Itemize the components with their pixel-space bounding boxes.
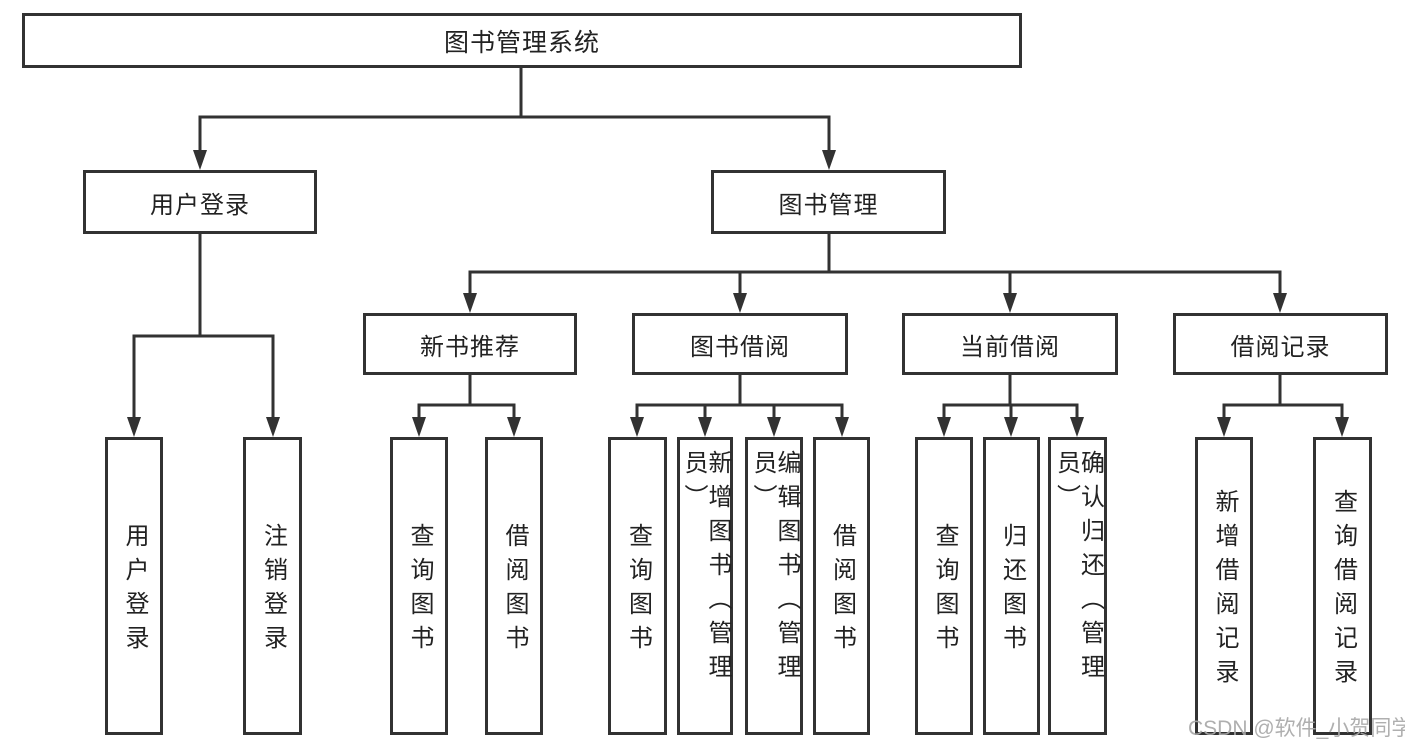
leaf-edit-books-admin: 编辑图书（管理员） [745,437,803,735]
node-label: 当前借阅 [960,333,1060,361]
csdn-watermark: CSDN @软件_小贺同学 [1188,717,1405,740]
node-label: 编辑图书（管理员） [749,450,800,688]
node-label: 查询图书 [624,523,652,659]
node-label: 新增图书（管理员） [680,450,731,688]
node-book-borrowing: 图书借阅 [632,313,848,375]
leaf-borrow-books-recommend: 借阅图书 [485,437,543,735]
node-label: 图书管理系统 [443,28,600,57]
leaf-logout: 注销登录 [243,437,302,735]
node-book-management-group: 图书管理 [711,170,946,234]
leaf-borrow-books: 借阅图书 [813,437,870,735]
node-label: 新增借阅记录 [1211,489,1238,693]
leaf-query-books-recommend: 查询图书 [390,437,448,735]
leaf-query-books-current: 查询图书 [915,437,973,735]
node-label: 注销登录 [259,523,287,659]
node-label: 用户登录 [150,191,250,219]
node-root-library-system: 图书管理系统 [22,13,1022,68]
node-label: 借阅记录 [1230,333,1331,361]
leaf-add-books-admin: 新增图书（管理员） [677,437,733,735]
leaf-add-borrow-record: 新增借阅记录 [1195,437,1253,735]
node-new-book-recommendation: 新书推荐 [363,313,577,375]
leaf-confirm-return-admin: 确认归还（管理员） [1048,437,1107,735]
node-label: 图书管理 [778,191,879,219]
node-label: 借阅图书 [828,523,856,659]
node-label: 新书推荐 [420,333,520,361]
node-label: 图书借阅 [690,333,790,361]
node-label: 归还图书 [998,523,1026,659]
leaf-query-books-borrowing: 查询图书 [608,437,667,735]
leaf-user-login: 用户登录 [105,437,163,735]
leaf-return-books: 归还图书 [983,437,1040,735]
node-label: 查询借阅记录 [1329,489,1357,693]
node-label: 查询图书 [406,523,433,659]
node-user-login-group: 用户登录 [83,170,317,234]
node-current-borrowing: 当前借阅 [902,313,1118,375]
leaf-query-borrow-record: 查询借阅记录 [1313,437,1372,735]
node-label: 借阅图书 [501,523,528,659]
node-label: 确认归还（管理员） [1052,450,1104,688]
node-label: 用户登录 [121,523,148,659]
node-borrowing-records: 借阅记录 [1173,313,1388,375]
node-label: 查询图书 [931,523,958,659]
